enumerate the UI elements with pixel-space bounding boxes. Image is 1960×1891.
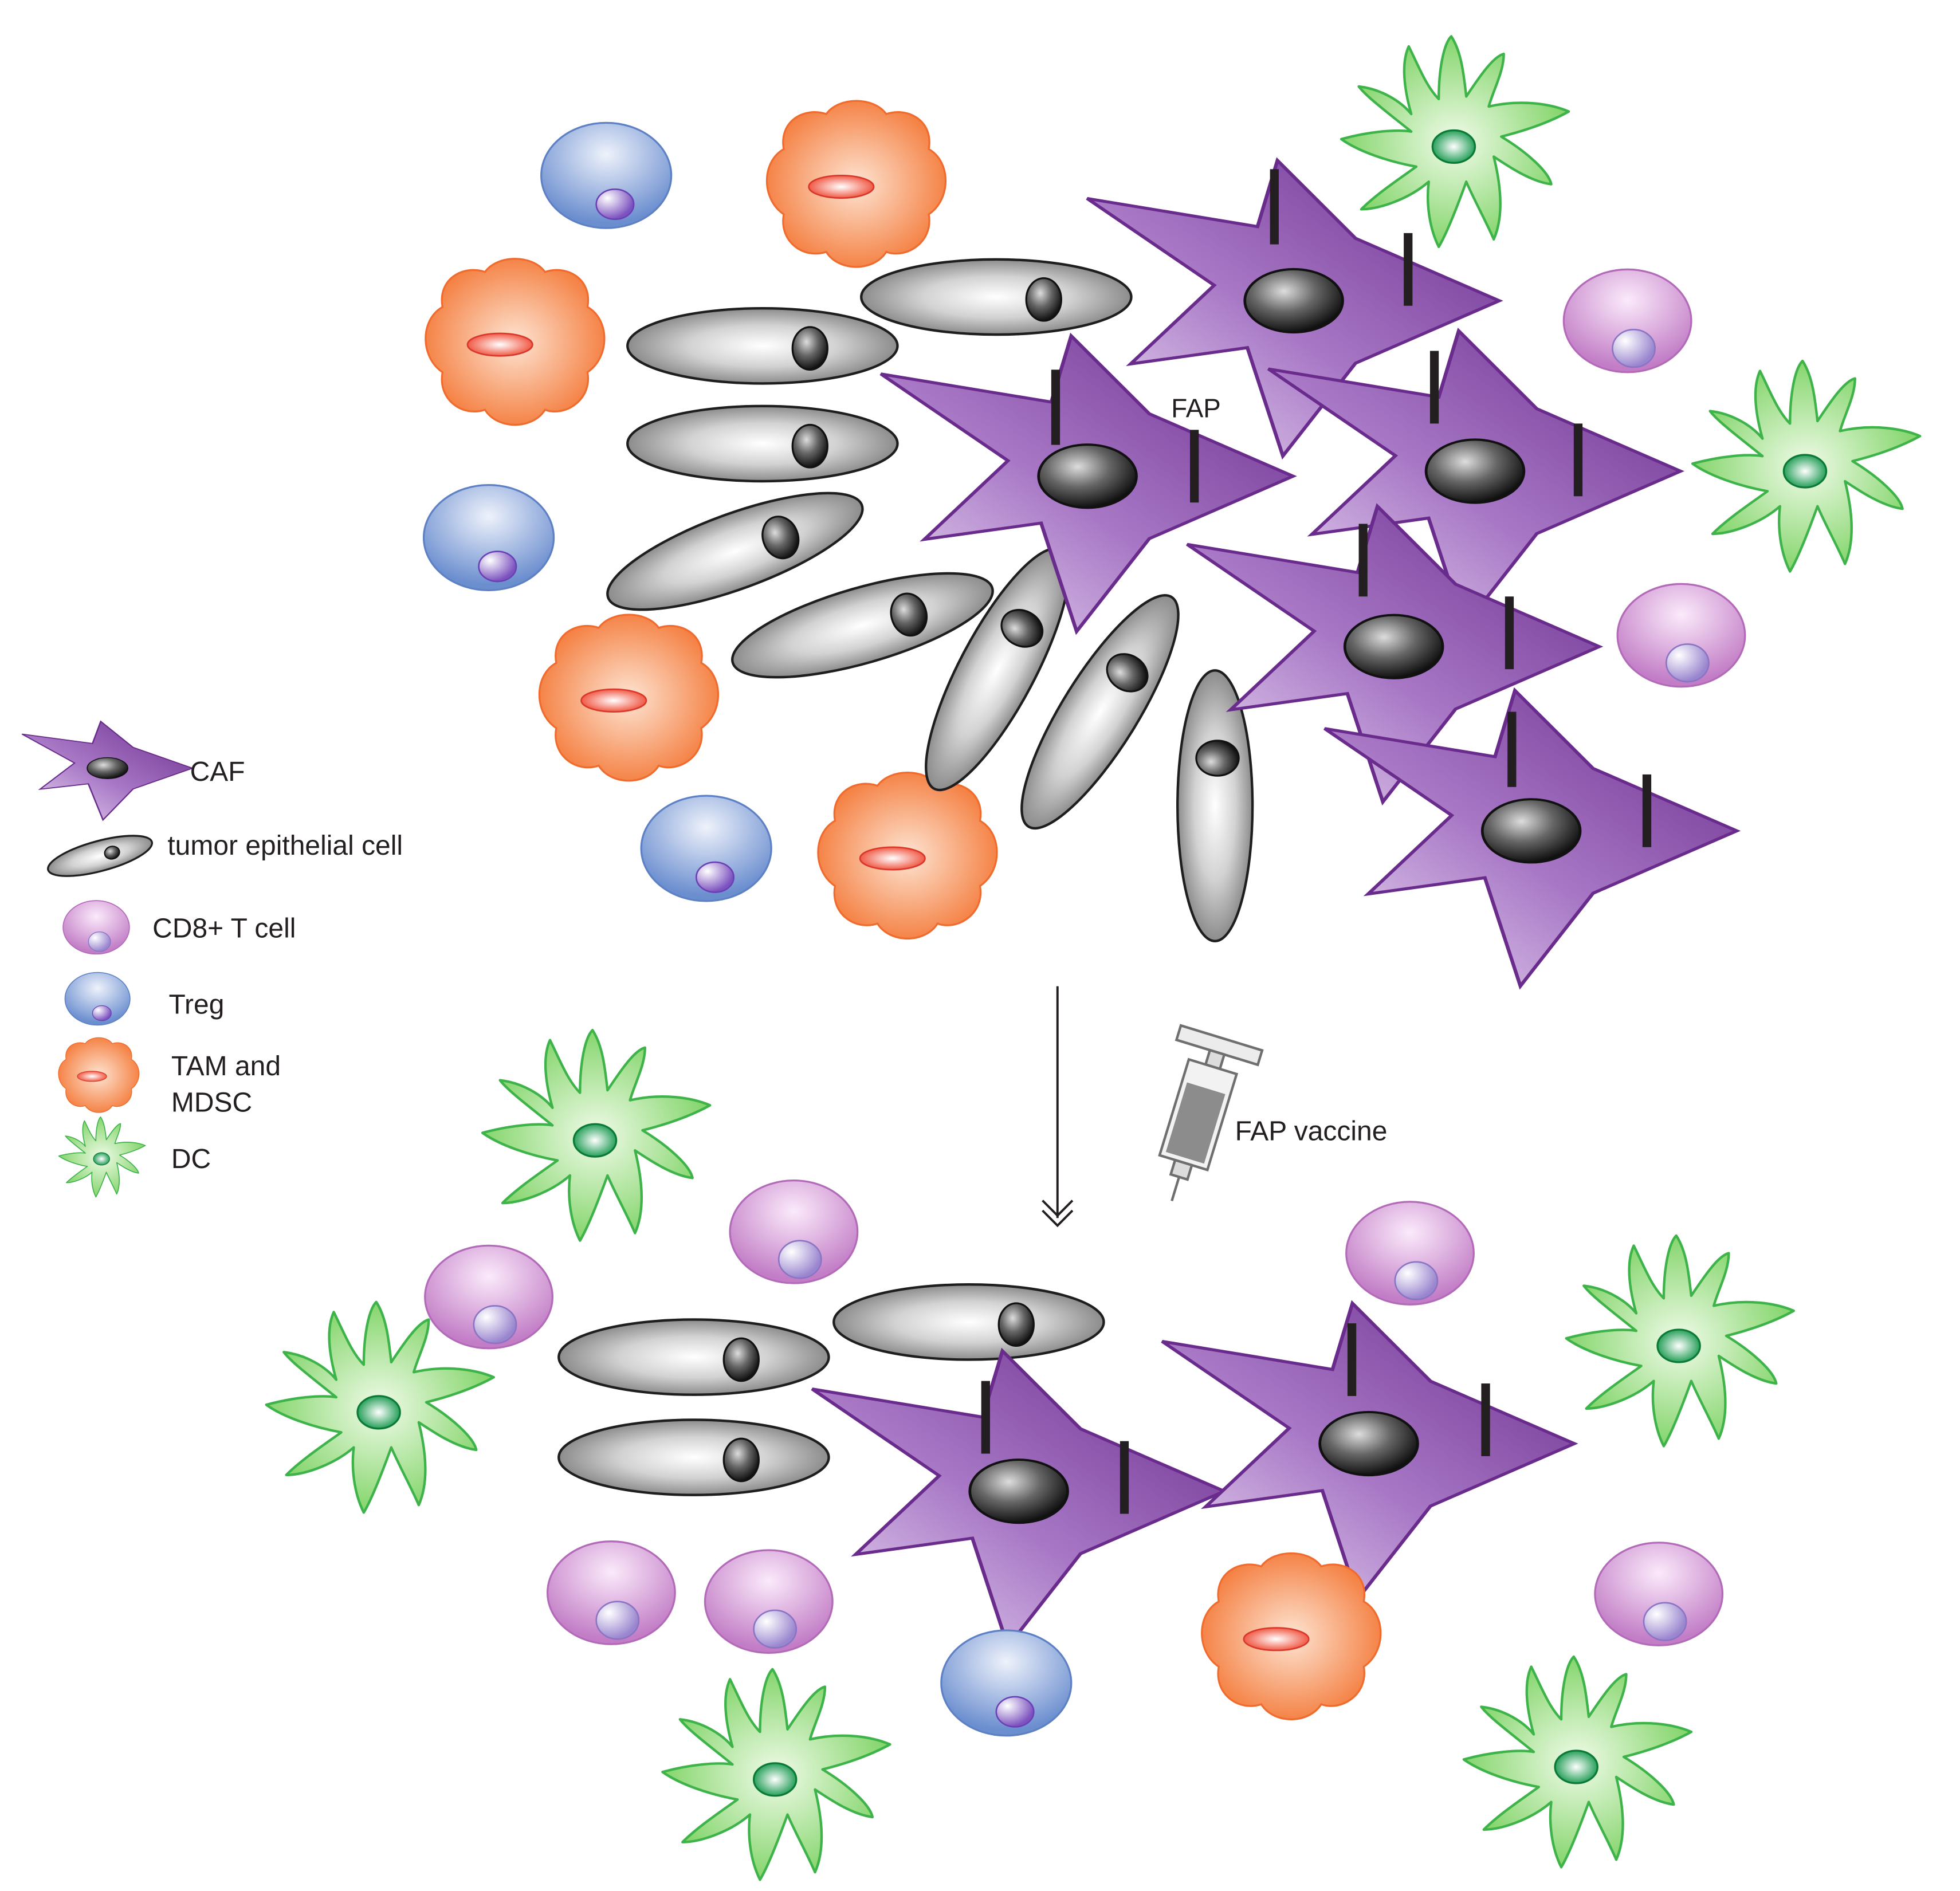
fap-receptor [1429,351,1439,424]
cd8-t-cell [546,1540,676,1645]
tumor-epithelial-cell [559,1420,828,1495]
tam-mdsc-cell [817,771,998,940]
caf-legend-icon [21,721,194,821]
fap-label: FAP [1171,393,1221,423]
fap-receptor [981,1381,990,1454]
caf-cell [1087,160,1499,456]
bottom-panel [266,1030,1794,1880]
fap-receptor [1358,524,1368,597]
cd8-t-cell [729,1180,859,1284]
tam-mdsc-cell [425,258,606,426]
caf-cell [1187,506,1599,802]
treg-cell [640,795,772,902]
tumor-epithelial-cell [834,1284,1103,1359]
cd8-t-cell [1562,268,1692,374]
dendritic-cell [662,1669,890,1880]
legend-item-treg: Treg [64,972,225,1026]
fap-vaccine-label: FAP vaccine [1235,1116,1388,1147]
tumor-epithelial-cell [627,308,897,383]
treatment-transition: FAP vaccine [1042,986,1388,1228]
fap-receptor [1642,774,1652,847]
treg-cell [940,1629,1073,1737]
legend: CAF tumor epithelial cell CD8+ T cell Tr… [21,721,403,1198]
legend-cd8-label: CD8+ T cell [152,913,296,943]
tumor-epithelial-cell [627,406,897,481]
dendritic-cell [482,1030,710,1241]
caf-cell [812,1351,1224,1646]
treg-cell [540,121,673,229]
dendritic-cell [1692,361,1920,572]
cd8-t-cell [704,1549,834,1654]
cd8-t-cell [1616,583,1746,688]
fap-receptor [1347,1323,1357,1396]
legend-dc-label: DC [171,1143,211,1174]
treg-cell [422,483,555,591]
tam-mdsc-cell [538,614,720,782]
dc-legend-icon [58,1116,146,1198]
legend-item-tumor: tumor epithelial cell [47,830,403,877]
legend-item-cd8: CD8+ T cell [62,900,296,955]
treg-legend-icon [64,972,131,1026]
tam-legend-icon [58,1037,140,1113]
tumor-epithelial-cell [861,260,1131,335]
top-panel: FAP [422,36,1920,986]
caf-cell [1325,690,1737,986]
legend-caf-label: CAF [190,756,245,787]
legend-item-tam: TAM and MDSC [58,1037,281,1118]
legend-tam-label-line1: TAM and [171,1051,281,1082]
dendritic-cell [1341,36,1569,247]
caf-cell [881,336,1293,631]
fap-receptor [1051,369,1060,445]
fap-receptor [1120,1441,1129,1514]
dendritic-cell [1566,1236,1794,1446]
tam-mdsc-cell [765,100,947,268]
legend-tam-label-line2: MDSC [171,1087,252,1118]
legend-tumor-label: tumor epithelial cell [167,830,403,861]
legend-item-dc: DC [58,1116,211,1198]
tam-mdsc-cell [1201,1552,1382,1720]
fap-receptor [1573,423,1583,497]
legend-item-caf: CAF [21,721,245,821]
cd8-t-cell [424,1244,553,1350]
down-double-arrow-icon [1042,986,1074,1228]
tumor-epithelial-cell [559,1319,828,1394]
cd8-t-cell [1345,1201,1475,1306]
syringe-icon [1158,1024,1264,1202]
caf-cell [1268,331,1680,627]
fap-receptor [1270,169,1279,245]
cd8-t-cell [1594,1542,1724,1646]
legend-treg-label: Treg [169,989,225,1020]
fap-receptor [1481,1383,1490,1456]
tumor-legend-icon [47,835,154,877]
fap-receptor [1190,430,1199,503]
fap-receptor [1404,233,1413,306]
tumor-epithelial-cell [1177,670,1252,941]
caf-cell [1162,1303,1574,1599]
cd8-legend-icon [62,900,130,955]
fap-receptor [1507,711,1517,787]
fap-receptor [1505,596,1514,670]
dendritic-cell [1464,1657,1691,1868]
